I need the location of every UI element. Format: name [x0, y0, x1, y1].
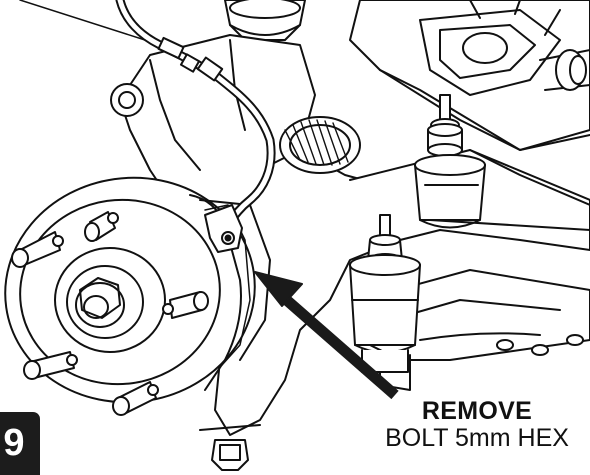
upper-frame: [349, 0, 590, 151]
upper-ball-joint: [414, 94, 486, 229]
wheel-stud: [112, 381, 157, 416]
step-number: 9: [3, 422, 25, 464]
strut-top: [224, 0, 306, 41]
step-badge: 9: [0, 412, 40, 475]
callout-label: REMOVE BOLT 5mm HEX: [372, 398, 582, 452]
abs-sensor-head: [204, 204, 243, 253]
callout-subtitle: BOLT 5mm HEX: [385, 424, 569, 452]
wheel-stud: [169, 291, 209, 319]
callout-title: REMOVE: [421, 397, 533, 425]
wheel-hub: [4, 176, 271, 416]
pointer-arrow: [254, 271, 399, 400]
ribbed-hub: [279, 116, 361, 174]
abs-sensor-wire: [19, 0, 276, 253]
bottom-fitting: [199, 424, 261, 471]
lower-ball-joint: [349, 214, 421, 373]
